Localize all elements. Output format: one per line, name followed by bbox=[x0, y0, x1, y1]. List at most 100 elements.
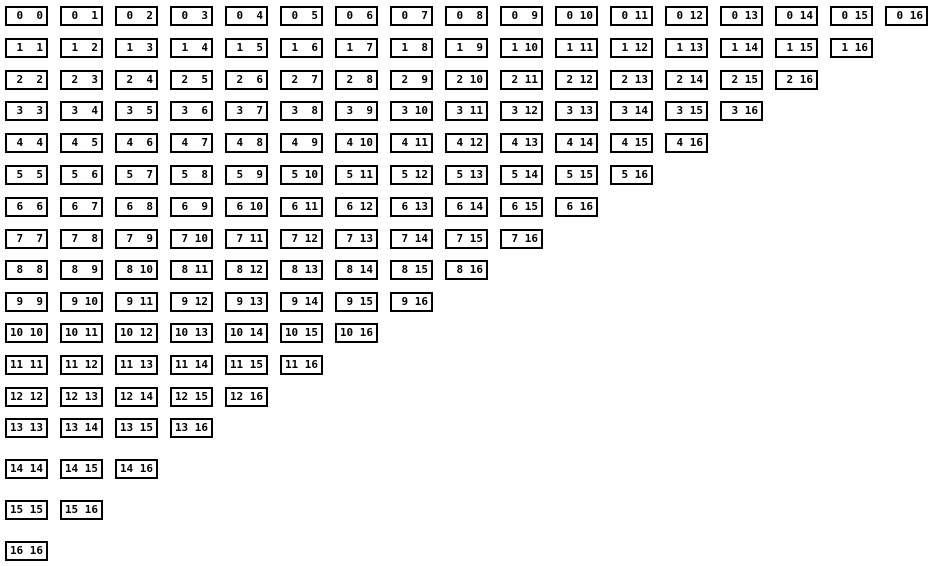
cell-2-7: 2 7 bbox=[280, 70, 323, 90]
cell-1-13: 1 13 bbox=[665, 38, 708, 58]
cell-4-9: 4 9 bbox=[280, 133, 323, 153]
cell-9-15: 9 15 bbox=[335, 292, 378, 312]
cell-9-10: 9 10 bbox=[60, 292, 103, 312]
cell-5-6: 5 6 bbox=[60, 165, 103, 185]
cell-12-15: 12 15 bbox=[170, 387, 213, 407]
cell-6-9: 6 9 bbox=[170, 197, 213, 217]
cell-8-14: 8 14 bbox=[335, 260, 378, 280]
cell-0-8: 0 8 bbox=[445, 6, 488, 26]
cell-10-10: 10 10 bbox=[5, 323, 48, 343]
cell-1-11: 1 11 bbox=[555, 38, 598, 58]
cell-3-11: 3 11 bbox=[445, 101, 488, 121]
cell-5-10: 5 10 bbox=[280, 165, 323, 185]
cell-0-14: 0 14 bbox=[775, 6, 818, 26]
cell-13-14: 13 14 bbox=[60, 418, 103, 438]
cell-4-15: 4 15 bbox=[610, 133, 653, 153]
cell-14-14: 14 14 bbox=[5, 459, 48, 479]
cell-2-4: 2 4 bbox=[115, 70, 158, 90]
cell-1-8: 1 8 bbox=[390, 38, 433, 58]
cell-3-7: 3 7 bbox=[225, 101, 268, 121]
cell-3-5: 3 5 bbox=[115, 101, 158, 121]
cell-13-13: 13 13 bbox=[5, 418, 48, 438]
cell-4-13: 4 13 bbox=[500, 133, 543, 153]
cell-4-11: 4 11 bbox=[390, 133, 433, 153]
cell-3-14: 3 14 bbox=[610, 101, 653, 121]
cell-0-12: 0 12 bbox=[665, 6, 708, 26]
cell-1-4: 1 4 bbox=[170, 38, 213, 58]
cell-12-16: 12 16 bbox=[225, 387, 268, 407]
cell-0-1: 0 1 bbox=[60, 6, 103, 26]
cell-2-9: 2 9 bbox=[390, 70, 433, 90]
cell-2-15: 2 15 bbox=[720, 70, 763, 90]
cell-5-13: 5 13 bbox=[445, 165, 488, 185]
cell-11-16: 11 16 bbox=[280, 355, 323, 375]
cell-9-11: 9 11 bbox=[115, 292, 158, 312]
cell-10-16: 10 16 bbox=[335, 323, 378, 343]
cell-9-14: 9 14 bbox=[280, 292, 323, 312]
cell-6-15: 6 15 bbox=[500, 197, 543, 217]
cell-5-8: 5 8 bbox=[170, 165, 213, 185]
cell-3-12: 3 12 bbox=[500, 101, 543, 121]
cell-8-8: 8 8 bbox=[5, 260, 48, 280]
cell-0-2: 0 2 bbox=[115, 6, 158, 26]
cell-10-12: 10 12 bbox=[115, 323, 158, 343]
cell-8-12: 8 12 bbox=[225, 260, 268, 280]
cell-6-6: 6 6 bbox=[5, 197, 48, 217]
cell-6-10: 6 10 bbox=[225, 197, 268, 217]
cell-12-12: 12 12 bbox=[5, 387, 48, 407]
cell-11-13: 11 13 bbox=[115, 355, 158, 375]
cell-4-5: 4 5 bbox=[60, 133, 103, 153]
cell-2-11: 2 11 bbox=[500, 70, 543, 90]
cell-0-10: 0 10 bbox=[555, 6, 598, 26]
cell-11-14: 11 14 bbox=[170, 355, 213, 375]
cell-11-15: 11 15 bbox=[225, 355, 268, 375]
cell-0-4: 0 4 bbox=[225, 6, 268, 26]
cell-1-16: 1 16 bbox=[830, 38, 873, 58]
cell-0-15: 0 15 bbox=[830, 6, 873, 26]
cell-7-12: 7 12 bbox=[280, 229, 323, 249]
cell-9-12: 9 12 bbox=[170, 292, 213, 312]
cell-12-14: 12 14 bbox=[115, 387, 158, 407]
cell-5-5: 5 5 bbox=[5, 165, 48, 185]
cell-15-16: 15 16 bbox=[60, 500, 103, 520]
cell-14-16: 14 16 bbox=[115, 459, 158, 479]
cell-1-7: 1 7 bbox=[335, 38, 378, 58]
cell-6-11: 6 11 bbox=[280, 197, 323, 217]
cell-0-3: 0 3 bbox=[170, 6, 213, 26]
cell-4-4: 4 4 bbox=[5, 133, 48, 153]
cell-3-4: 3 4 bbox=[60, 101, 103, 121]
cell-3-8: 3 8 bbox=[280, 101, 323, 121]
cell-4-7: 4 7 bbox=[170, 133, 213, 153]
cell-0-9: 0 9 bbox=[500, 6, 543, 26]
cell-10-14: 10 14 bbox=[225, 323, 268, 343]
cell-6-12: 6 12 bbox=[335, 197, 378, 217]
cell-15-15: 15 15 bbox=[5, 500, 48, 520]
cell-7-9: 7 9 bbox=[115, 229, 158, 249]
cell-11-12: 11 12 bbox=[60, 355, 103, 375]
cell-9-16: 9 16 bbox=[390, 292, 433, 312]
cell-0-7: 0 7 bbox=[390, 6, 433, 26]
cell-2-14: 2 14 bbox=[665, 70, 708, 90]
cell-3-13: 3 13 bbox=[555, 101, 598, 121]
cell-7-15: 7 15 bbox=[445, 229, 488, 249]
cell-10-13: 10 13 bbox=[170, 323, 213, 343]
cell-7-14: 7 14 bbox=[390, 229, 433, 249]
cell-5-11: 5 11 bbox=[335, 165, 378, 185]
cell-6-7: 6 7 bbox=[60, 197, 103, 217]
cell-3-10: 3 10 bbox=[390, 101, 433, 121]
cell-6-14: 6 14 bbox=[445, 197, 488, 217]
cell-5-16: 5 16 bbox=[610, 165, 653, 185]
cell-2-16: 2 16 bbox=[775, 70, 818, 90]
cell-4-10: 4 10 bbox=[335, 133, 378, 153]
cell-2-6: 2 6 bbox=[225, 70, 268, 90]
cell-8-13: 8 13 bbox=[280, 260, 323, 280]
cell-8-9: 8 9 bbox=[60, 260, 103, 280]
cell-9-13: 9 13 bbox=[225, 292, 268, 312]
cell-7-11: 7 11 bbox=[225, 229, 268, 249]
cell-1-2: 1 2 bbox=[60, 38, 103, 58]
cell-2-13: 2 13 bbox=[610, 70, 653, 90]
cell-5-9: 5 9 bbox=[225, 165, 268, 185]
cell-14-15: 14 15 bbox=[60, 459, 103, 479]
cell-0-6: 0 6 bbox=[335, 6, 378, 26]
